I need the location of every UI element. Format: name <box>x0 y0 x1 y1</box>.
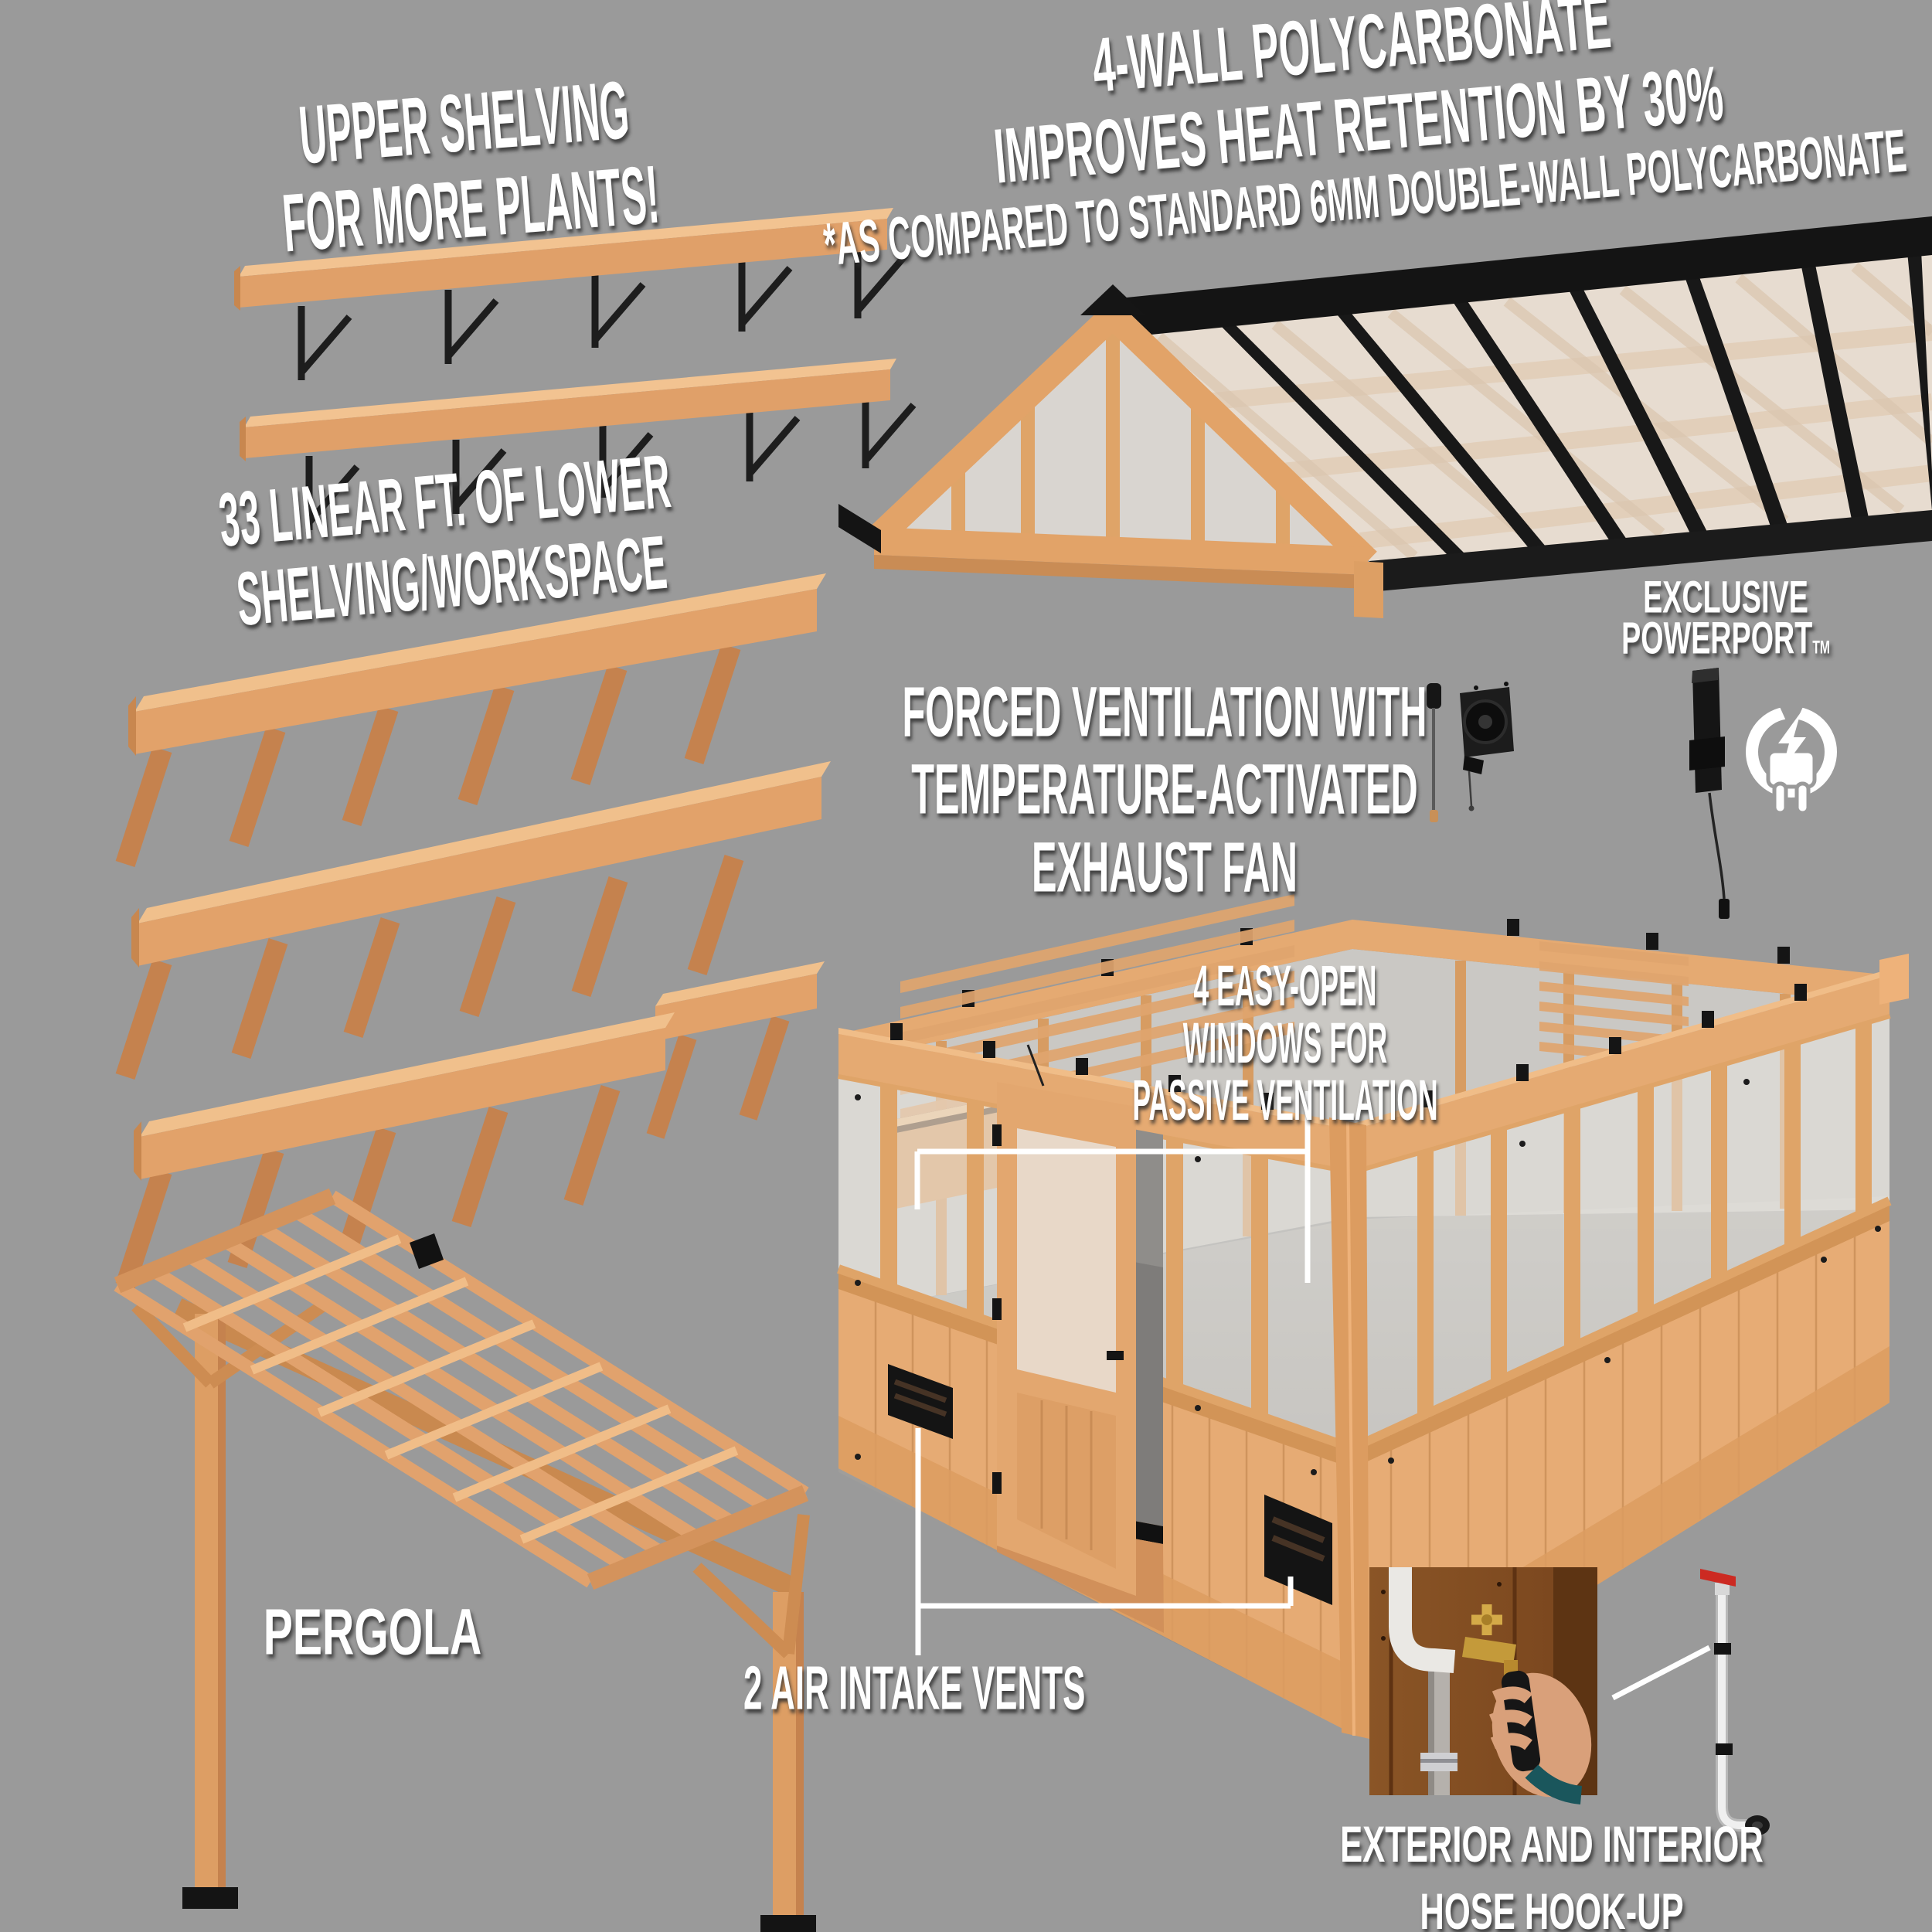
right-beam-window-stays <box>1423 984 1807 1107</box>
powerport-line1: EXCLUSIVE <box>1643 572 1808 623</box>
shelf-a-top <box>134 573 826 712</box>
roof-graphic <box>838 216 1932 618</box>
back-right-window-latches <box>1507 919 1790 964</box>
shelf-b-top <box>138 761 831 923</box>
windows-label: 4 EASY-OPEN WINDOWS FOR PASSIVE VENTILAT… <box>1132 957 1437 1129</box>
powerport-plug-tip <box>1719 899 1730 919</box>
right-wall-windows <box>1352 1014 1889 1453</box>
shelf-front <box>239 219 887 308</box>
screw-dots <box>855 1079 1881 1475</box>
shelf-top <box>239 208 893 277</box>
shelf-b-end <box>131 908 139 968</box>
right-beam-end-block <box>1879 954 1909 1005</box>
roof-eave-trim <box>1369 510 1932 592</box>
shelf-a-front <box>134 589 817 754</box>
gable-base-beam <box>874 527 1368 575</box>
windows-line3: PASSIVE VENTILATION <box>1132 1068 1438 1132</box>
gable-studs <box>951 325 1290 558</box>
brass-faucet <box>1462 1637 1516 1665</box>
trademark-symbol: TM <box>1812 638 1830 658</box>
gable-apex-plate <box>1080 284 1145 315</box>
pergola-label: PERGOLA <box>263 1595 482 1668</box>
shelf-a-legs <box>115 643 741 868</box>
door-hinges <box>992 1124 1002 1494</box>
thermostat-probe <box>1427 683 1441 822</box>
shelf-b-front <box>138 777 821 966</box>
shelf-b-legs <box>115 854 744 1080</box>
pergola-edge-beams <box>114 1188 809 1590</box>
forced-ventilation-line3: EXHAUST FAN <box>1031 828 1298 907</box>
hose-hookup-line1: EXTERIOR AND INTERIOR <box>1340 1815 1764 1872</box>
garden-hose <box>1525 1764 1583 1804</box>
hose-photo <box>1369 1567 1597 1804</box>
upper-shelving-graphic <box>234 208 917 530</box>
pergola-long-rails <box>114 1190 809 1588</box>
right-wall-top-beam <box>1352 975 1889 1170</box>
callout-lines <box>914 1091 1711 1701</box>
powerport-device <box>1689 668 1730 919</box>
pergola-black-bracket <box>410 1233 444 1269</box>
hose-pipe-assembly <box>1700 1569 1770 1835</box>
shelf-c-end <box>134 1121 141 1181</box>
shelf-c-legs <box>115 1084 621 1290</box>
red-valve-handle <box>1700 1569 1736 1587</box>
door-handle <box>1107 1351 1124 1360</box>
lower-shelving-graphic <box>115 573 831 1290</box>
power-plug-icon <box>1746 702 1837 815</box>
exhaust-fan <box>1460 682 1514 811</box>
shelf-top <box>244 359 896 427</box>
greenhouse-door <box>992 1044 1136 1596</box>
air-intake-vent-right <box>1264 1495 1332 1605</box>
powerport-line2: POWERPORTTM <box>1621 614 1830 664</box>
gable-base-shadow <box>874 555 1368 589</box>
pergola-post-base-left <box>182 1887 238 1909</box>
shelf-bracket-row-2 <box>305 394 917 530</box>
door-window <box>1017 1128 1116 1393</box>
hose-callout-diagonal <box>1611 1645 1711 1701</box>
shelf-a-end <box>128 696 136 756</box>
shelf-d-top <box>655 961 825 1006</box>
shelf-d-front <box>655 974 817 1041</box>
right-wall-mid-rail <box>1352 1206 1889 1468</box>
intake-vents-label: 2 AIR INTAKE VENTS <box>743 1653 1086 1723</box>
shelf-end <box>234 266 240 311</box>
shelf-c-front <box>140 1028 665 1179</box>
pergola-graphic <box>114 1188 816 1932</box>
air-intake-vent-left <box>888 1364 953 1439</box>
windows-line1: 4 EASY-OPEN <box>1193 954 1377 1018</box>
forced-ventilation-line1: FORCED VENTILATION WITH <box>902 672 1427 752</box>
hose-hookup-line2: HOSE HOOK-UP <box>1420 1883 1684 1932</box>
windows-line2: WINDOWS FOR <box>1182 1011 1388 1075</box>
gable-infill <box>874 315 1368 561</box>
shelf-front <box>244 369 890 458</box>
shelf-bracket-row-1 <box>298 244 909 380</box>
left-beam-window-stays <box>890 1023 1274 1110</box>
gable-gutter <box>838 504 881 553</box>
hose-hookup-label: EXTERIOR AND INTERIOR HOSE HOOK-UP <box>1340 1811 1764 1932</box>
forced-ventilation-line2: TEMPERATURE-ACTIVATED <box>911 750 1418 829</box>
shelf-d-legs <box>646 1015 790 1139</box>
roof-battens <box>1217 250 1932 555</box>
gable-corner-post <box>1354 561 1383 618</box>
gable-rafters <box>865 305 1377 571</box>
forced-ventilation-label: FORCED VENTILATION WITH TEMPERATURE-ACTI… <box>902 672 1427 907</box>
right-wall-mullions <box>1417 1022 1872 1419</box>
pergola-post-base-right <box>760 1915 816 1932</box>
lightning-bolt-icon <box>1778 713 1806 770</box>
shelf-c-top <box>140 1012 675 1137</box>
roof-ridge-cap <box>1104 216 1932 338</box>
shelf-end <box>240 417 246 461</box>
back-right-top-beam <box>1352 920 1889 1005</box>
upper-shelving-label: UPPER SHELVING FOR MORE PLANTS! <box>273 64 662 270</box>
powerport-label: EXCLUSIVE POWERPORTTM <box>1621 572 1830 664</box>
